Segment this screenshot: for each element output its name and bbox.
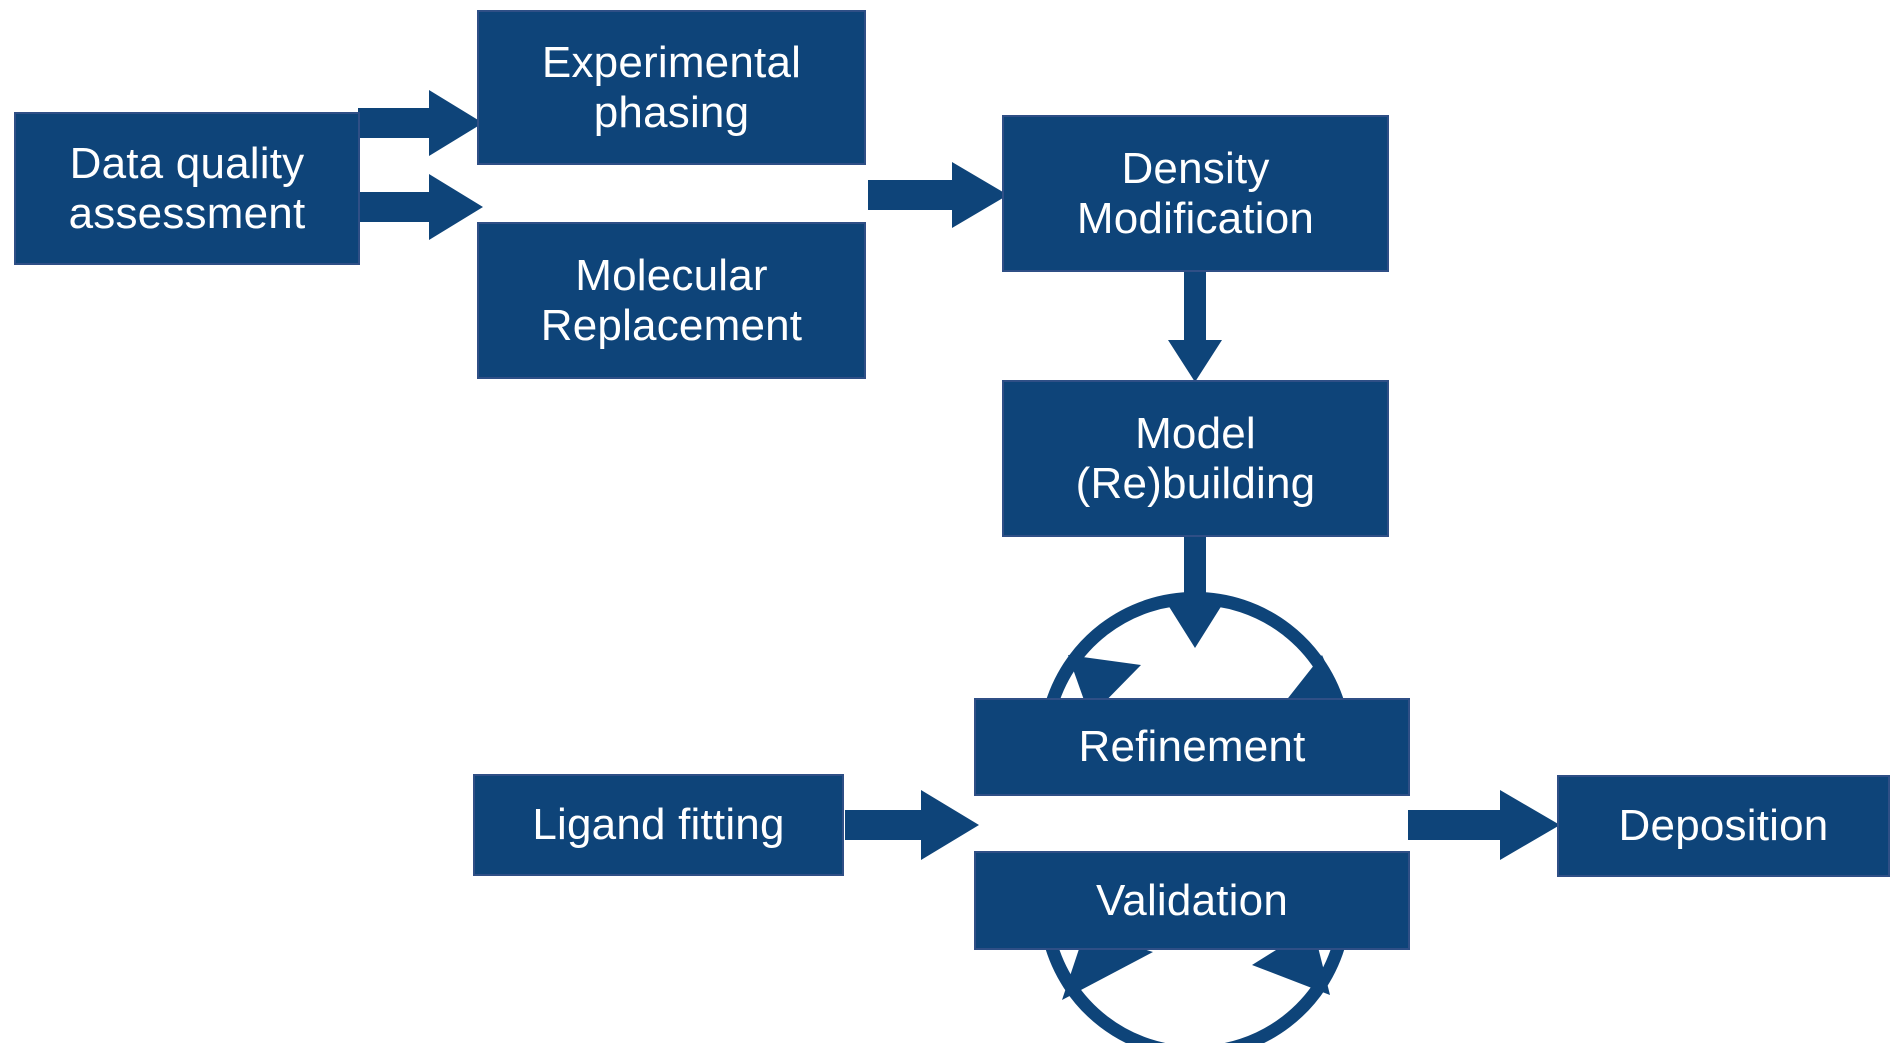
arrow-phasing-to-density-modification [868,162,1008,228]
node-label-data-quality-assessment: Data quality assessment [68,139,306,238]
node-data-quality-assessment[interactable]: Data quality assessment [14,112,360,265]
node-label-ligand-fitting: Ligand fitting [532,800,785,850]
node-model-rebuilding[interactable]: Model (Re)building [1002,380,1389,537]
arrow-ligand-fitting-to-cycle [845,790,979,860]
node-molecular-replacement[interactable]: Molecular Replacement [477,222,866,379]
node-label-experimental-phasing: Experimental phasing [541,38,802,137]
node-density-modification[interactable]: Density Modification [1002,115,1389,272]
node-ligand-fitting[interactable]: Ligand fitting [473,774,844,876]
node-label-model-rebuilding: Model (Re)building [1075,409,1316,508]
node-label-density-modification: Density Modification [1076,144,1315,243]
arrow-dqa-to-molecular-replacement [358,174,483,240]
node-validation[interactable]: Validation [974,851,1410,950]
node-label-refinement: Refinement [1078,722,1306,772]
node-deposition[interactable]: Deposition [1557,775,1890,877]
node-label-deposition: Deposition [1618,801,1829,851]
node-experimental-phasing[interactable]: Experimental phasing [477,10,866,165]
arrow-cycle-to-deposition [1408,790,1560,860]
arrow-density-modification-to-model-rebuilding [1168,270,1222,382]
node-refinement[interactable]: Refinement [974,698,1410,796]
arrow-dqa-to-experimental-phasing [358,90,483,156]
node-label-molecular-replacement: Molecular Replacement [540,251,803,350]
arrow-model-rebuilding-to-refinement [1168,535,1222,648]
node-label-validation: Validation [1096,875,1288,925]
